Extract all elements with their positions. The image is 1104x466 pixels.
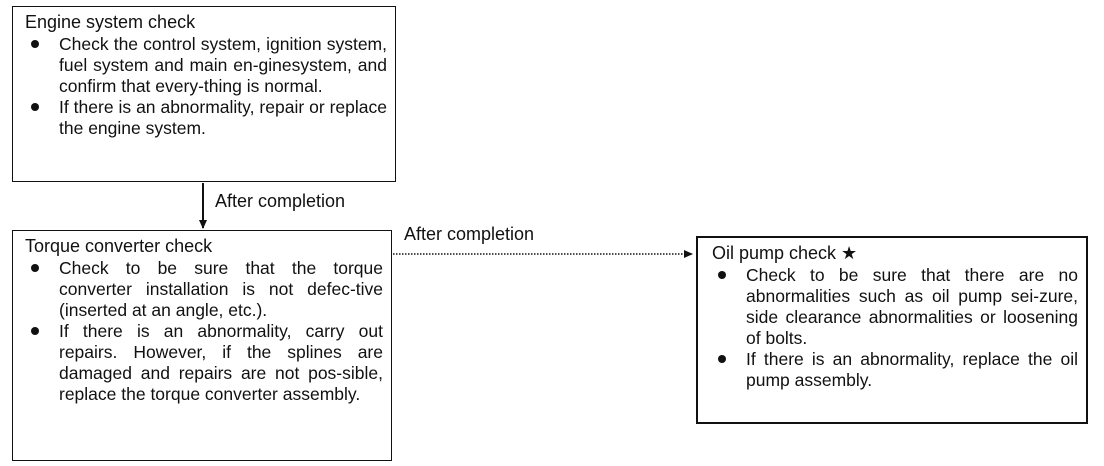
- bullet-text: Check to be sure that the torque convert…: [59, 258, 383, 320]
- oil-pump-check-bullets: Check to be sure that there are no abnor…: [712, 265, 1078, 391]
- list-item: If there is an abnormality, carry out re…: [25, 321, 383, 405]
- list-item: If there is an abnormality, replace the …: [712, 349, 1078, 391]
- engine-system-check-title: Engine system check: [25, 12, 196, 32]
- bullet-text: Check the control system, ignition syste…: [59, 34, 387, 96]
- list-item: If there is an abnormality, repair or re…: [25, 97, 387, 139]
- torque-converter-check-box: Torque converter check Check to be sure …: [12, 230, 392, 461]
- list-item: Check the control system, ignition syste…: [25, 34, 387, 97]
- torque-converter-check-bullets: Check to be sure that the torque convert…: [25, 258, 383, 405]
- list-item: Check to be sure that the torque convert…: [25, 258, 383, 321]
- engine-system-check-bullets: Check the control system, ignition syste…: [25, 34, 387, 139]
- flow-label-engine-to-torque: After completion: [215, 191, 346, 211]
- list-item: Check to be sure that there are no abnor…: [712, 265, 1078, 349]
- bullet-icon: [718, 271, 726, 279]
- engine-system-check-box: Engine system check Check the control sy…: [12, 6, 396, 182]
- oil-pump-check-title: Oil pump check ★: [712, 243, 858, 263]
- bullet-text: If there is an abnormality, carry out re…: [59, 321, 383, 404]
- bullet-icon: [31, 40, 39, 48]
- torque-converter-check-title: Torque converter check: [25, 236, 213, 256]
- oil-pump-check-box: Oil pump check ★ Check to be sure that t…: [696, 236, 1088, 424]
- bullet-text: If there is an abnormality, replace the …: [746, 349, 1078, 390]
- bullet-text: If there is an abnormality, repair or re…: [59, 97, 387, 138]
- bullet-text: Check to be sure that there are no abnor…: [746, 265, 1078, 348]
- flow-label-torque-to-pump: After completion: [404, 224, 535, 244]
- bullet-icon: [31, 264, 39, 272]
- bullet-icon: [31, 327, 39, 335]
- bullet-icon: [31, 103, 39, 111]
- bullet-icon: [718, 355, 726, 363]
